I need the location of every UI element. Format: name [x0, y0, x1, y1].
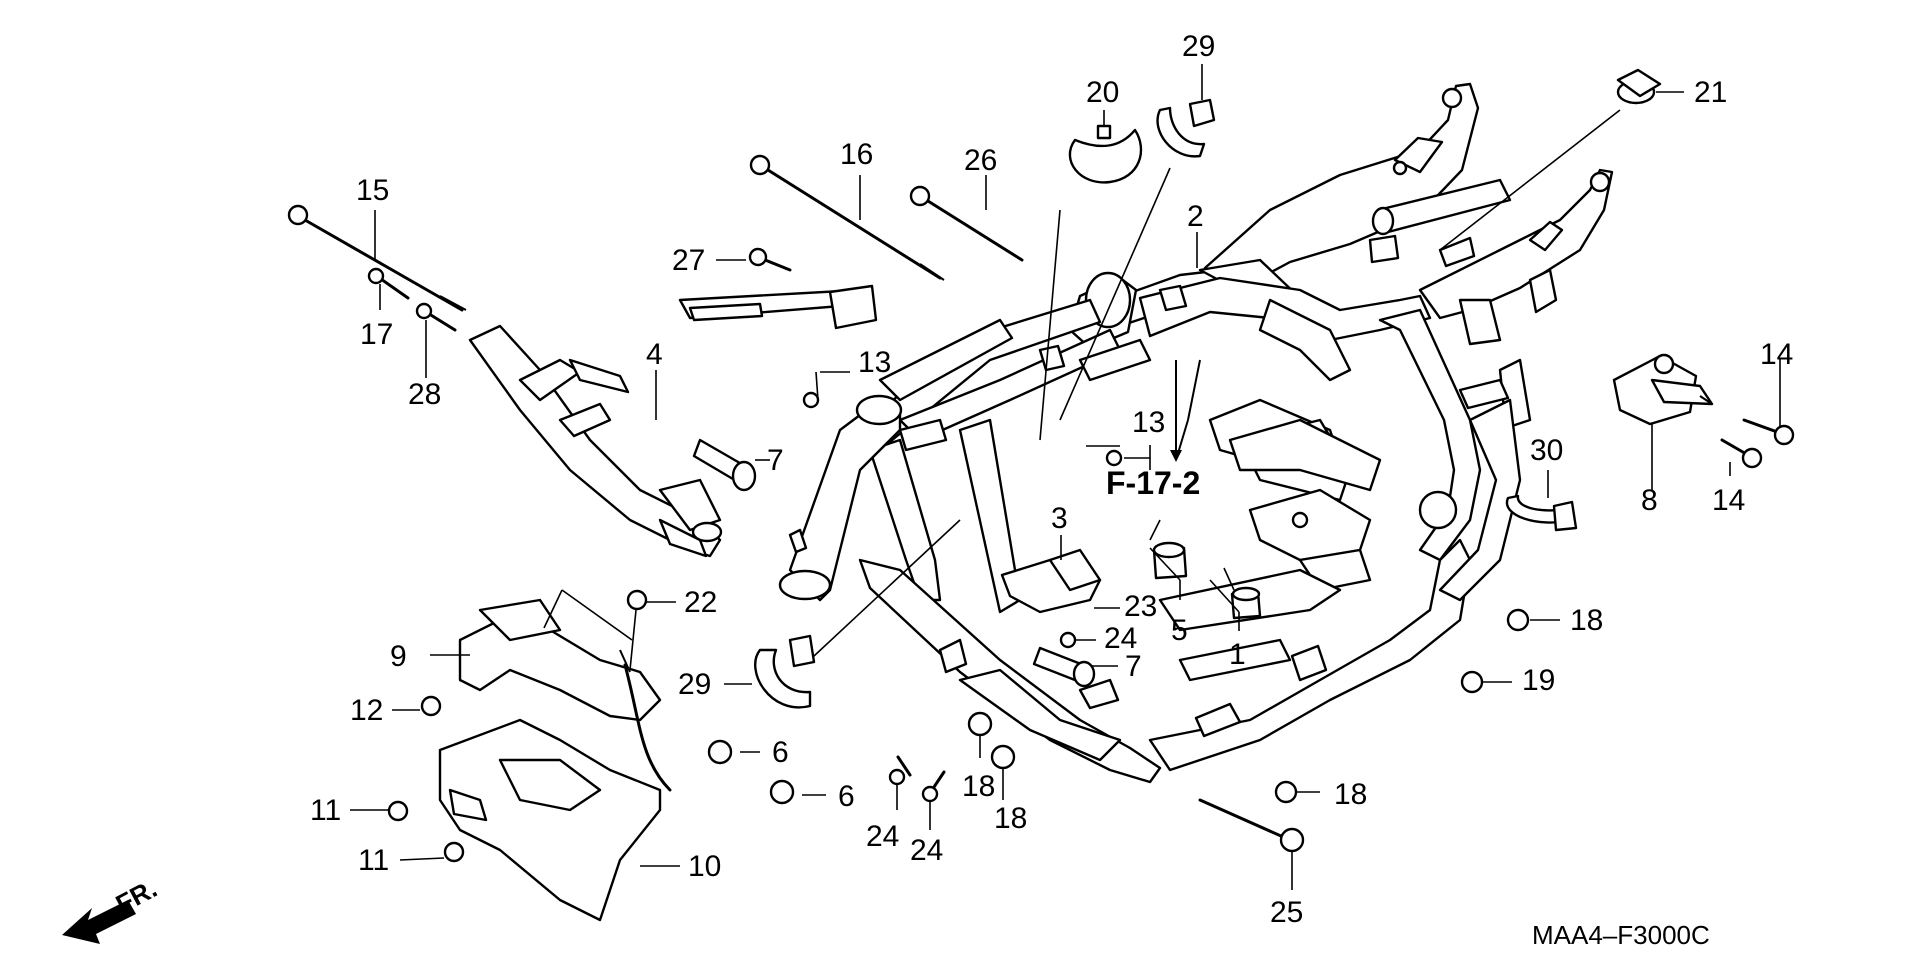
- part-8-switch: [1612, 353, 1714, 426]
- callout-3: 3: [1051, 502, 1068, 535]
- bolt-27: [748, 247, 792, 272]
- callout-4: 4: [646, 338, 663, 371]
- callout-13-center: 13: [1132, 406, 1165, 439]
- clamp-29-top: [1156, 98, 1216, 158]
- bolt-25: [1198, 798, 1305, 853]
- callout-11-lower: 11: [358, 844, 389, 877]
- callout-labels: 1 2 3 4 5 6 6 7 7 8 9 10 11 11 12 13 13 …: [310, 30, 1793, 929]
- callout-24-lower-left: 24: [866, 820, 899, 853]
- clamp-21: [1616, 68, 1662, 105]
- bolt-16: [749, 154, 945, 281]
- callout-8: 8: [1641, 484, 1658, 517]
- leader-lines: [350, 64, 1781, 890]
- callout-27: 27: [672, 244, 705, 277]
- callout-2: 2: [1187, 200, 1204, 233]
- callout-5: 5: [1171, 614, 1188, 647]
- callout-10: 10: [688, 850, 721, 883]
- callout-16: 16: [840, 138, 873, 171]
- bolt-17: [367, 267, 410, 300]
- callout-1: 1: [1229, 638, 1246, 671]
- bolts-14: [1720, 418, 1795, 469]
- callout-17: 17: [360, 318, 393, 351]
- bolt-28: [415, 302, 457, 332]
- callout-18-right: 18: [1570, 604, 1603, 637]
- front-direction-indicator: FR.: [62, 873, 162, 944]
- callout-15: 15: [356, 174, 389, 207]
- part-4-downtube: [468, 284, 878, 558]
- callout-30: 30: [1530, 434, 1563, 467]
- part-10-cover: [438, 718, 662, 922]
- callout-25: 25: [1270, 896, 1303, 929]
- clamp-20: [1068, 124, 1143, 184]
- reference-arrows: [1170, 359, 1201, 462]
- part-3-bracket: [1000, 548, 1102, 614]
- steering-stem: [778, 394, 948, 602]
- callout-7-lower: 7: [1125, 650, 1142, 683]
- main-frame: [858, 82, 1614, 784]
- callout-24-center: 24: [1104, 622, 1137, 655]
- callout-29-lower: 29: [678, 668, 711, 701]
- callout-6-lower: 6: [838, 780, 855, 813]
- callout-11-upper: 11: [310, 794, 341, 827]
- callout-6-upper: 6: [772, 736, 789, 769]
- callout-9: 9: [390, 640, 407, 673]
- callout-24-lower-right: 24: [910, 834, 943, 867]
- callout-13-left: 13: [858, 346, 891, 379]
- catalog-code: MAA4–F3000C: [1532, 920, 1710, 950]
- callout-18-mid-left: 18: [962, 770, 995, 803]
- bolts-24: [888, 631, 1077, 803]
- clamp-30: [1505, 494, 1578, 532]
- reference-label: F-17-2: [1106, 465, 1200, 501]
- callout-14-lower: 14: [1712, 484, 1745, 517]
- callout-14-upper: 14: [1760, 338, 1793, 371]
- clamp-29-bottom: [754, 634, 816, 709]
- callout-29-upper: 29: [1182, 30, 1215, 63]
- harness-strap: [619, 649, 672, 792]
- part-9-bracket: [458, 598, 662, 722]
- callout-22: 22: [684, 586, 717, 619]
- callout-23: 23: [1124, 590, 1157, 623]
- nuts: [387, 391, 1530, 863]
- callout-21: 21: [1694, 76, 1727, 109]
- callout-18-mid-right: 18: [994, 802, 1027, 835]
- bolt-15: [287, 204, 467, 312]
- bolts-7: [692, 438, 1096, 688]
- bolt-26: [909, 185, 1024, 262]
- callout-19: 19: [1522, 664, 1555, 697]
- callout-26: 26: [964, 144, 997, 177]
- callout-20: 20: [1086, 76, 1119, 109]
- callout-7-upper: 7: [767, 444, 784, 477]
- callout-12: 12: [350, 694, 383, 727]
- front-arrow-icon: [62, 900, 136, 944]
- callout-18-lower-right: 18: [1334, 778, 1367, 811]
- callout-28: 28: [408, 378, 441, 411]
